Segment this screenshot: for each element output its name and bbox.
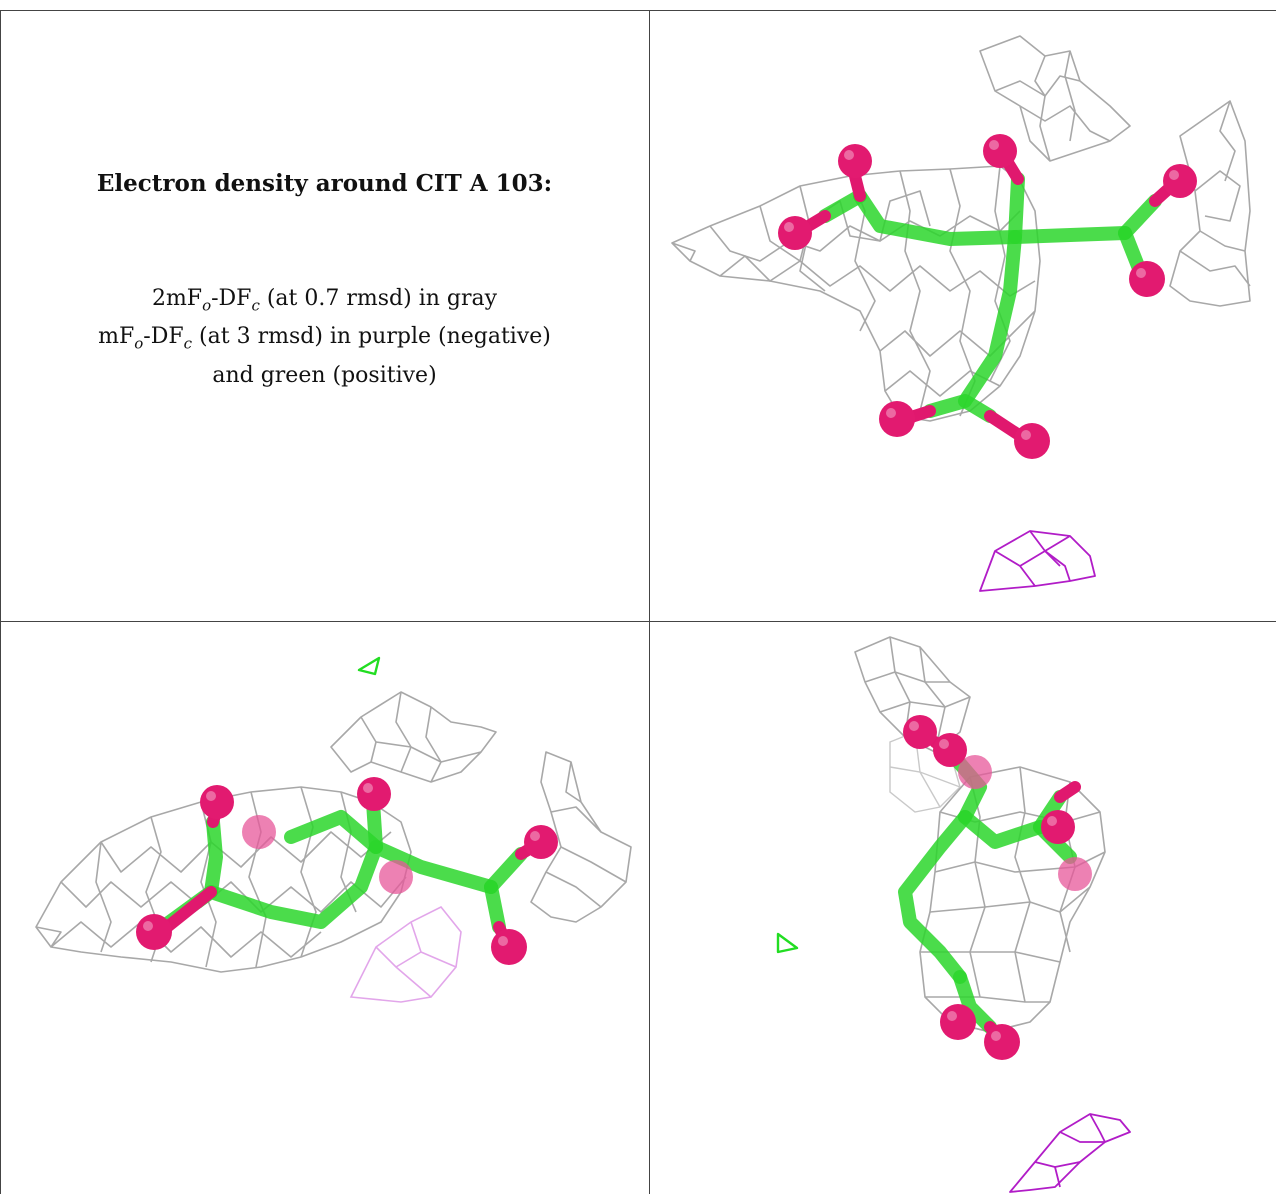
line2-sub-c: c: [183, 334, 193, 353]
caption-description: 2mFo-DFc (at 0.7 rmsd) in gray mFo-DFc (…: [0, 283, 649, 391]
oxygen-atom: [1129, 261, 1165, 297]
oxygen-atom: [903, 715, 937, 749]
oxygen-atom-faded: [1058, 857, 1092, 891]
oxygen-atom: [357, 777, 391, 811]
view-bottom-left-render: [35, 656, 632, 1003]
oxygen-atom-faded: [242, 815, 276, 849]
border-left: [0, 10, 1, 1194]
border-middle-horizontal: [0, 621, 1276, 622]
density-mesh-right: [1169, 100, 1251, 307]
line2-suffix: (at 3 rmsd) in purple (negative): [192, 324, 551, 350]
citrate-model: [149, 795, 544, 948]
oxygen-atoms: [136, 777, 558, 965]
line1-prefix: 2mF: [151, 286, 203, 311]
oxygen-atom: [983, 134, 1017, 168]
border-top: [0, 10, 1276, 11]
view-bottom-right-render: [776, 636, 1131, 1193]
density-negative-faded: [349, 905, 462, 1003]
oxygen-atom: [940, 1004, 976, 1040]
oxygen-atoms: [778, 134, 1197, 459]
caption-line-3: and green (positive): [212, 362, 437, 388]
caption-title: Electron density around CIT A 103:: [96, 170, 553, 197]
density-positive-green: [357, 656, 381, 676]
caption-line-1: 2mFo-DFc (at 0.7 rmsd) in gray: [0, 283, 649, 321]
line1-suffix: (at 0.7 rmsd) in gray: [259, 286, 498, 311]
density-negative-purple: [1009, 1113, 1131, 1193]
density-positive-green: [776, 932, 799, 954]
oxygen-atom: [1163, 164, 1197, 198]
line1-mid: -DF: [211, 286, 252, 311]
oxygen-atom: [200, 785, 234, 819]
line2-mid: -DF: [143, 324, 184, 350]
density-mesh-upper: [979, 35, 1131, 162]
line1-sub-o: o: [202, 296, 212, 315]
view-bottom-right: [650, 622, 1276, 1194]
view-top-right-render: [671, 35, 1251, 592]
oxygen-atom: [136, 914, 172, 950]
oxygen-atoms: [903, 715, 1092, 1060]
caption-line-2: mFo-DFc (at 3 rmsd) in purple (negative): [0, 321, 649, 359]
oxygen-atom: [933, 733, 967, 767]
oxygen-atom: [524, 825, 558, 859]
density-mesh-right: [530, 751, 632, 923]
line1-sub-c: c: [251, 296, 260, 315]
oxygen-atom: [778, 216, 812, 250]
oxygen-atom: [1014, 423, 1050, 459]
border-middle-vertical: [649, 10, 650, 1194]
oxygen-atom: [879, 401, 915, 437]
oxygen-atom-faded: [379, 860, 413, 894]
density-mesh-2fofc: [671, 165, 1041, 422]
density-mesh-2fofc: [919, 766, 1106, 1033]
oxygen-atom-faded: [958, 755, 992, 789]
oxygen-atom: [1041, 810, 1075, 844]
view-top-right: [650, 11, 1276, 621]
caption-cell: Electron density around CIT A 103: 2mFo-…: [0, 0, 649, 621]
oxygen-atom: [838, 144, 872, 178]
oxygen-atom: [984, 1024, 1020, 1060]
line2-sub-o: o: [134, 334, 144, 353]
line2-prefix: mF: [98, 324, 135, 350]
view-bottom-left: [1, 622, 649, 1194]
oxygen-atom: [491, 929, 527, 965]
citrate-model: [898, 736, 1081, 1043]
density-mesh-upper: [330, 691, 497, 783]
density-negative-purple: [979, 530, 1096, 592]
